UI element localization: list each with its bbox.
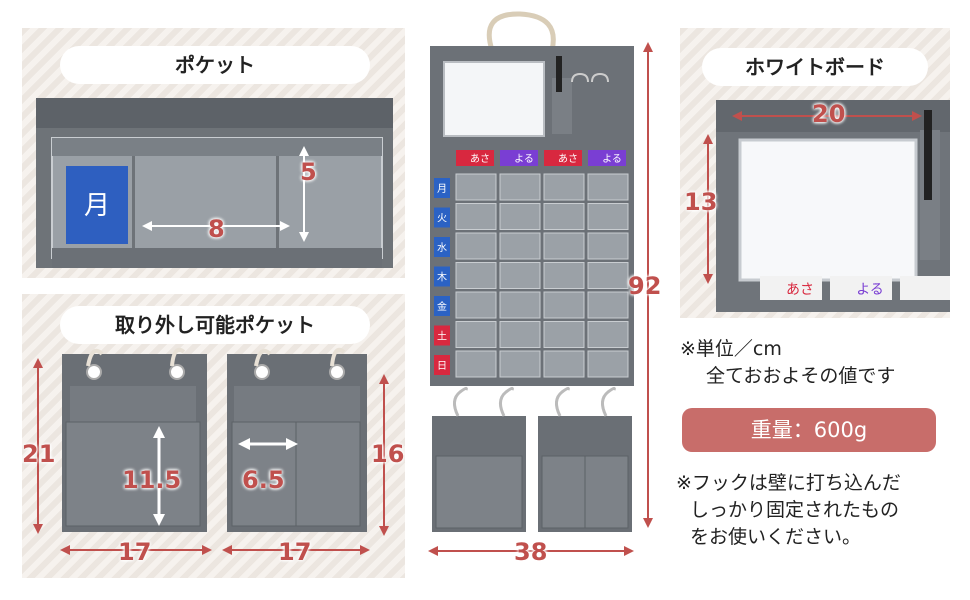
medicine-pocket — [455, 232, 497, 260]
pocket-title: ポケット — [60, 46, 370, 84]
day-card — [434, 237, 450, 257]
whiteboard-width-value: 20 — [812, 100, 846, 128]
time-label: あさ — [558, 153, 578, 165]
medicine-pocket — [455, 173, 497, 201]
right-height-value: 16 — [371, 440, 405, 468]
hook-note-line2: しっかり固定されたもの — [690, 499, 900, 521]
day-label: 火 — [437, 213, 447, 225]
medicine-pocket — [587, 203, 629, 230]
time-label: よる — [602, 153, 622, 165]
medicine-pocket — [543, 291, 585, 319]
medicine-pocket — [455, 350, 497, 378]
left-height-value: 21 — [22, 440, 56, 468]
whiteboard-title: ホワイトボード — [702, 48, 928, 86]
medicine-pocket — [543, 350, 585, 378]
day-label: 日 — [437, 361, 447, 372]
medicine-pocket — [587, 291, 629, 319]
medicine-pocket — [587, 262, 629, 289]
medicine-pocket — [455, 203, 497, 230]
day-card — [434, 325, 450, 346]
time-label: あさ — [470, 153, 490, 165]
medicine-pocket — [499, 291, 541, 319]
main-height-value: 92 — [628, 272, 662, 300]
removable-pockets-illustration — [33, 347, 389, 555]
medicine-pocket — [543, 173, 585, 201]
whiteboard-label-asa: あさ — [786, 282, 814, 298]
medicine-pocket — [499, 232, 541, 260]
whiteboard-height-value: 13 — [684, 188, 718, 216]
unit-note-line2: 全ておおよその値です — [706, 365, 896, 387]
time-label-box — [544, 150, 582, 166]
time-label: よる — [514, 153, 534, 165]
medicine-pocket — [543, 262, 585, 289]
whiteboard-dims — [703, 111, 922, 284]
pocket-height-value: 5 — [300, 158, 317, 186]
pocket-photo: 月 — [36, 98, 393, 268]
whiteboard-photo: あさ よる — [716, 100, 950, 312]
hook-note-line1: ※フックは壁に打ち込んだ — [676, 472, 901, 494]
pocket-panel: ポケット 月 5 8 — [22, 28, 405, 278]
medicine-pocket — [455, 262, 497, 289]
left-pocket-value: 11.5 — [122, 466, 182, 494]
day-label: 土 — [437, 330, 447, 343]
medicine-pocket — [543, 232, 585, 260]
day-card — [434, 178, 450, 198]
main-width-value: 38 — [514, 538, 548, 566]
day-card — [434, 207, 450, 228]
unit-note: ※単位／cm 全ておおよその値です — [680, 336, 895, 390]
time-label-box — [456, 150, 494, 166]
medicine-pocket — [587, 232, 629, 260]
medicine-pocket — [499, 350, 541, 378]
day-label: 木 — [437, 272, 447, 284]
medicine-pocket — [587, 173, 629, 201]
hook-note-line3: をお使いください。 — [690, 526, 862, 548]
medicine-pocket — [587, 321, 629, 348]
medicine-pocket — [587, 350, 629, 378]
pocket-width-value: 8 — [208, 215, 225, 243]
time-label-box — [500, 150, 538, 166]
day-label: 月 — [437, 183, 447, 195]
right-width-value: 17 — [278, 538, 312, 566]
weight-badge: 重量：600g — [682, 408, 936, 452]
left-width-value: 17 — [118, 538, 152, 566]
day-card — [434, 355, 450, 375]
whiteboard-label-yoru: よる — [856, 282, 884, 298]
medicine-pocket — [543, 321, 585, 348]
removable-pocket-panel: 取り外し可能ポケット — [22, 294, 405, 578]
day-label: 金 — [437, 300, 447, 313]
hook-note: ※フックは壁に打ち込んだ しっかり固定されたもの をお使いください。 — [676, 470, 901, 551]
time-label-box — [588, 150, 626, 166]
medicine-pocket — [499, 262, 541, 289]
medicine-pocket — [499, 321, 541, 348]
medicine-pocket — [543, 203, 585, 230]
medicine-pocket — [455, 321, 497, 348]
day-card — [434, 296, 450, 316]
day-card — [434, 266, 450, 287]
right-pocket-value: 6.5 — [242, 466, 285, 494]
removable-title: 取り外し可能ポケット — [60, 306, 370, 344]
medicine-pocket — [499, 173, 541, 201]
whiteboard-panel: ホワイトボード あさ よる 20 13 — [680, 28, 950, 318]
day-label: 水 — [437, 242, 447, 254]
time-label-row: あさ よる あさ よる — [456, 150, 626, 166]
day-card — [66, 166, 128, 244]
pocket-day-label: 月 — [84, 191, 110, 221]
medicine-pocket — [455, 291, 497, 319]
unit-note-line1: ※単位／cm — [680, 338, 782, 360]
medicine-pocket — [499, 203, 541, 230]
